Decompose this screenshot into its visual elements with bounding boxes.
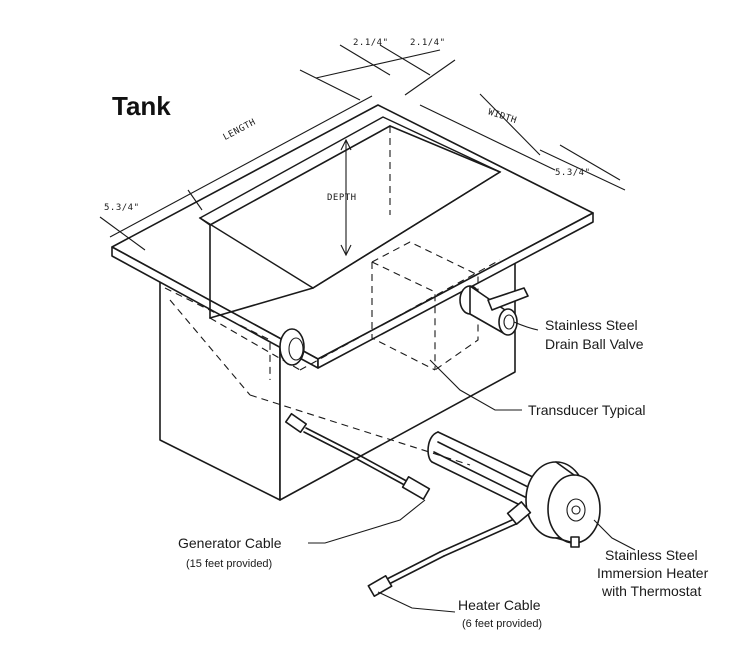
dim-top-left: 2.1/4" [353, 38, 389, 48]
dim-flange-right: 5.3/4" [555, 168, 591, 178]
drain-ball-valve [459, 285, 529, 336]
drain-valve-label-1: Stainless Steel [545, 317, 638, 333]
side-port [279, 328, 305, 366]
heater-cable-label: Heater Cable [458, 597, 541, 613]
heater-cable-note: (6 feet provided) [462, 618, 542, 630]
leader-lines [308, 321, 636, 613]
heater-cable [367, 501, 532, 597]
immersion-heater [427, 431, 601, 548]
diagram-title: Tank [112, 91, 171, 121]
heater-label-2: Immersion Heater [597, 565, 709, 581]
generator-cable [284, 412, 431, 500]
heater-label-1: Stainless Steel [605, 547, 698, 563]
transducer-label: Transducer Typical [528, 402, 646, 418]
tank-flange [111, 104, 594, 371]
heater-label-3: with Thermostat [601, 583, 701, 599]
generator-cable-label: Generator Cable [178, 535, 282, 551]
dim-flange-left: 5.3/4" [104, 203, 140, 213]
generator-cable-note: (15 feet provided) [186, 558, 272, 570]
dim-depth: DEPTH [327, 193, 357, 203]
dimension-lines [99, 44, 626, 257]
transducer-hidden-lines [164, 241, 479, 466]
dim-top-right: 2.1/4" [410, 38, 446, 48]
dim-width: WIDTH [487, 107, 518, 126]
dim-length: LENGTH [222, 117, 258, 143]
drain-valve-label-2: Drain Ball Valve [545, 336, 644, 352]
